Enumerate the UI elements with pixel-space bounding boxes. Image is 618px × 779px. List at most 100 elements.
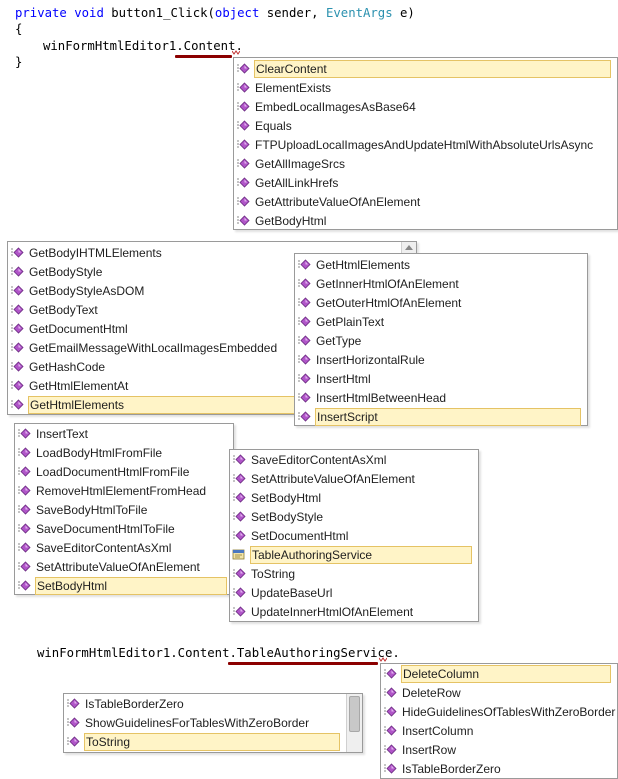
smart-tag-wave-icon: [232, 50, 240, 55]
completion-item[interactable]: ClearContent: [236, 59, 611, 78]
completion-item-label: GetInnerHtmlOfAnElement: [316, 276, 459, 291]
completion-item-label: SetAttributeValueOfAnElement: [251, 471, 415, 486]
method-icon: [237, 119, 250, 131]
code-line-3[interactable]: winFormHtmlEditor1.Content.: [43, 39, 243, 53]
completion-item[interactable]: InsertHtmlBetweenHead: [297, 388, 449, 407]
completion-item-label: SetBodyHtml: [35, 576, 227, 595]
completion-item-label: SaveDocumentHtmlToFile: [36, 521, 175, 536]
completion-item[interactable]: InsertRow: [383, 740, 459, 759]
completion-item-label: GetBodyStyle: [29, 264, 103, 279]
method-icon: [298, 296, 311, 308]
completion-item[interactable]: GetBodyStyle: [10, 262, 105, 281]
completion-item[interactable]: RemoveHtmlElementFromHead: [17, 481, 209, 500]
method-icon: [233, 491, 246, 503]
completion-item[interactable]: GetInnerHtmlOfAnElement: [297, 274, 462, 293]
method-icon: [237, 195, 250, 207]
completion-item[interactable]: IsTableBorderZero: [66, 694, 187, 713]
completion-item[interactable]: GetAllImageSrcs: [236, 154, 348, 173]
completion-item-label: GetType: [316, 333, 362, 348]
completion-item[interactable]: UpdateInnerHtmlOfAnElement: [232, 602, 416, 621]
completion-item-label: GetOuterHtmlOfAnElement: [316, 295, 462, 310]
completion-item[interactable]: SetBodyHtml: [17, 576, 227, 595]
completion-item[interactable]: GetAttributeValueOfAnElement: [236, 192, 423, 211]
completion-item[interactable]: UpdateBaseUrl: [232, 583, 335, 602]
completion-item[interactable]: Equals: [236, 116, 295, 135]
completion-item[interactable]: GetAllLinkHrefs: [236, 173, 341, 192]
completion-item[interactable]: GetBodyHtml: [236, 211, 329, 230]
code-line-5[interactable]: winFormHtmlEditor1.Content.TableAuthorin…: [37, 645, 400, 661]
scrollbar[interactable]: [401, 242, 416, 256]
completion-item[interactable]: InsertHtml: [297, 369, 374, 388]
method-icon: [237, 100, 250, 112]
completion-item[interactable]: SaveBodyHtmlToFile: [17, 500, 150, 519]
completion-item-label: InsertColumn: [402, 723, 474, 738]
completion-item[interactable]: GetHtmlElementAt: [10, 376, 131, 395]
completion-item[interactable]: SaveEditorContentAsXml: [232, 450, 389, 469]
completion-item-label: SetBodyHtml: [251, 490, 322, 505]
completion-item[interactable]: GetHtmlElements: [297, 255, 413, 274]
completion-item-label: SaveEditorContentAsXml: [251, 452, 387, 467]
completion-item-label: UpdateInnerHtmlOfAnElement: [251, 604, 414, 619]
completion-item[interactable]: SetDocumentHtml: [232, 526, 351, 545]
completion-item[interactable]: GetOuterHtmlOfAnElement: [297, 293, 464, 312]
scrollbar[interactable]: [346, 694, 362, 752]
completion-item[interactable]: InsertScript: [297, 407, 581, 426]
completion-item[interactable]: GetType: [297, 331, 364, 350]
completion-item[interactable]: GetBodyStyleAsDOM: [10, 281, 147, 300]
keyword-object: object: [214, 6, 260, 20]
method-icon: [18, 522, 31, 534]
completion-item[interactable]: ShowGuidelinesForTablesWithZeroBorder: [66, 713, 312, 732]
scroll-up-icon[interactable]: [405, 245, 413, 250]
method-icon: [11, 265, 24, 277]
completion-item[interactable]: GetPlainText: [297, 312, 387, 331]
completion-item[interactable]: ToString: [66, 732, 340, 751]
method-icon: [237, 138, 250, 150]
completion-item-label: GetAttributeValueOfAnElement: [255, 194, 421, 209]
completion-item[interactable]: SaveEditorContentAsXml: [17, 538, 174, 557]
completion-item[interactable]: InsertText: [17, 424, 91, 443]
completion-item-label: GetBodyText: [29, 302, 98, 317]
completion-item[interactable]: GetHashCode: [10, 357, 108, 376]
completion-item-label: InsertScript: [315, 407, 581, 426]
completion-item[interactable]: GetDocumentHtml: [10, 319, 131, 338]
completion-item[interactable]: InsertHorizontalRule: [297, 350, 428, 369]
completion-item[interactable]: SetBodyStyle: [232, 507, 326, 526]
type-eventargs: EventArgs: [325, 6, 393, 20]
completion-item[interactable]: SetAttributeValueOfAnElement: [17, 557, 203, 576]
completion-item[interactable]: IsTableBorderZero: [383, 759, 504, 778]
completion-item[interactable]: SaveDocumentHtmlToFile: [17, 519, 178, 538]
completion-item[interactable]: SetAttributeValueOfAnElement: [232, 469, 418, 488]
method-icon: [233, 586, 246, 598]
completion-item[interactable]: GetBodyIHTMLElements: [10, 243, 165, 262]
completion-item-label: GetHtmlElements: [316, 257, 411, 272]
scroll-thumb[interactable]: [349, 696, 360, 732]
completion-item[interactable]: LoadDocumentHtmlFromFile: [17, 462, 192, 481]
method-icon: [237, 81, 250, 93]
completion-item[interactable]: DeleteRow: [383, 683, 464, 702]
method-icon: [67, 735, 80, 747]
completion-item-label: IsTableBorderZero: [402, 761, 501, 776]
completion-item[interactable]: DeleteColumn: [383, 664, 611, 683]
completion-item[interactable]: HideGuidelinesOfTablesWithZeroBorder: [383, 702, 618, 721]
completion-item[interactable]: TableAuthoringService: [232, 545, 472, 564]
method-icon: [18, 484, 31, 496]
completion-item[interactable]: EmbedLocalImagesAsBase64: [236, 97, 419, 116]
completion-item-label: FTPUploadLocalImagesAndUpdateHtmlWithAbs…: [255, 137, 594, 152]
completion-item[interactable]: ElementExists: [236, 78, 334, 97]
completion-item-label: LoadDocumentHtmlFromFile: [36, 464, 190, 479]
method-icon: [298, 277, 311, 289]
completion-item[interactable]: FTPUploadLocalImagesAndUpdateHtmlWithAbs…: [236, 135, 596, 154]
completion-item[interactable]: InsertColumn: [383, 721, 476, 740]
method-icon: [11, 341, 24, 353]
completion-item[interactable]: SetBodyHtml: [232, 488, 324, 507]
completion-item[interactable]: LoadBodyHtmlFromFile: [17, 443, 165, 462]
completion-item[interactable]: GetEmailMessageWithLocalImagesEmbedded: [10, 338, 280, 357]
completion-item[interactable]: GetBodyText: [10, 300, 101, 319]
completion-item[interactable]: ToString: [232, 564, 298, 583]
